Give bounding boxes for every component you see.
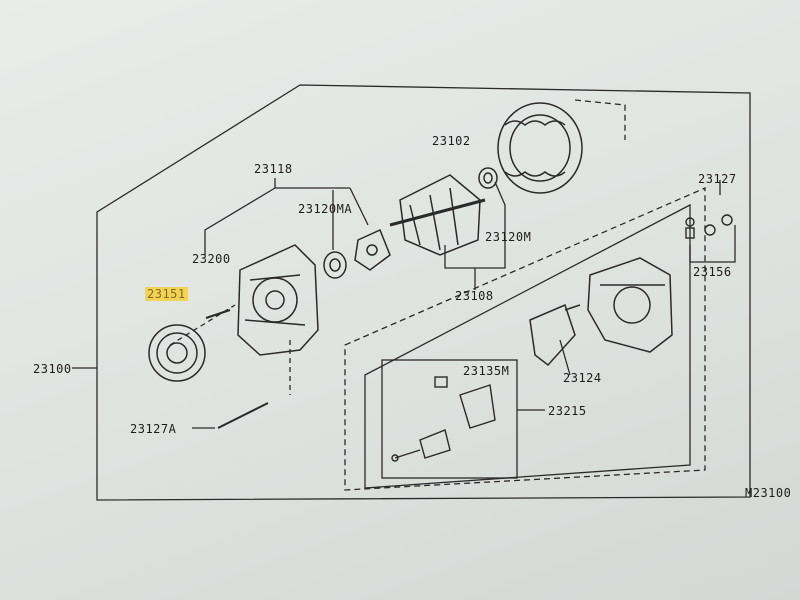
label-23102: 23102 bbox=[432, 134, 471, 148]
bearing-front-part bbox=[323, 251, 347, 279]
label-23118: 23118 bbox=[254, 162, 293, 176]
subframe-inner bbox=[364, 203, 691, 489]
label-23124: 23124 bbox=[563, 371, 602, 385]
label-23120MA: 23120MA bbox=[298, 202, 353, 216]
outer-frame bbox=[96, 84, 751, 501]
front-housing-part bbox=[237, 244, 319, 356]
retainer-plate-part bbox=[354, 228, 391, 271]
label-23100: 23100 bbox=[33, 362, 72, 376]
label-23135M: 23135M bbox=[463, 364, 510, 378]
label-23156: 23156 bbox=[693, 265, 732, 279]
rotor-part bbox=[389, 174, 486, 256]
box-23215 bbox=[381, 359, 518, 479]
terminal-parts bbox=[685, 214, 733, 239]
label-23200: 23200 bbox=[192, 252, 231, 266]
pulley-part bbox=[148, 324, 206, 382]
rear-housing-part bbox=[587, 257, 673, 353]
label-23127: 23127 bbox=[698, 172, 737, 186]
label-23151-highlighted: 23151 bbox=[145, 287, 188, 301]
diagram-code: M23100 bbox=[745, 486, 792, 500]
bearing-rear-part bbox=[478, 167, 498, 189]
stator-part bbox=[497, 102, 583, 194]
brush-holder-parts bbox=[391, 376, 496, 462]
bracket-23118 bbox=[274, 178, 350, 189]
subframe-23127 bbox=[344, 187, 706, 491]
label-23120M: 23120M bbox=[485, 230, 532, 244]
label-23215: 23215 bbox=[548, 404, 587, 418]
label-23108: 23108 bbox=[455, 289, 494, 303]
label-23127A: 23127A bbox=[130, 422, 177, 436]
regulator-part bbox=[529, 303, 581, 367]
